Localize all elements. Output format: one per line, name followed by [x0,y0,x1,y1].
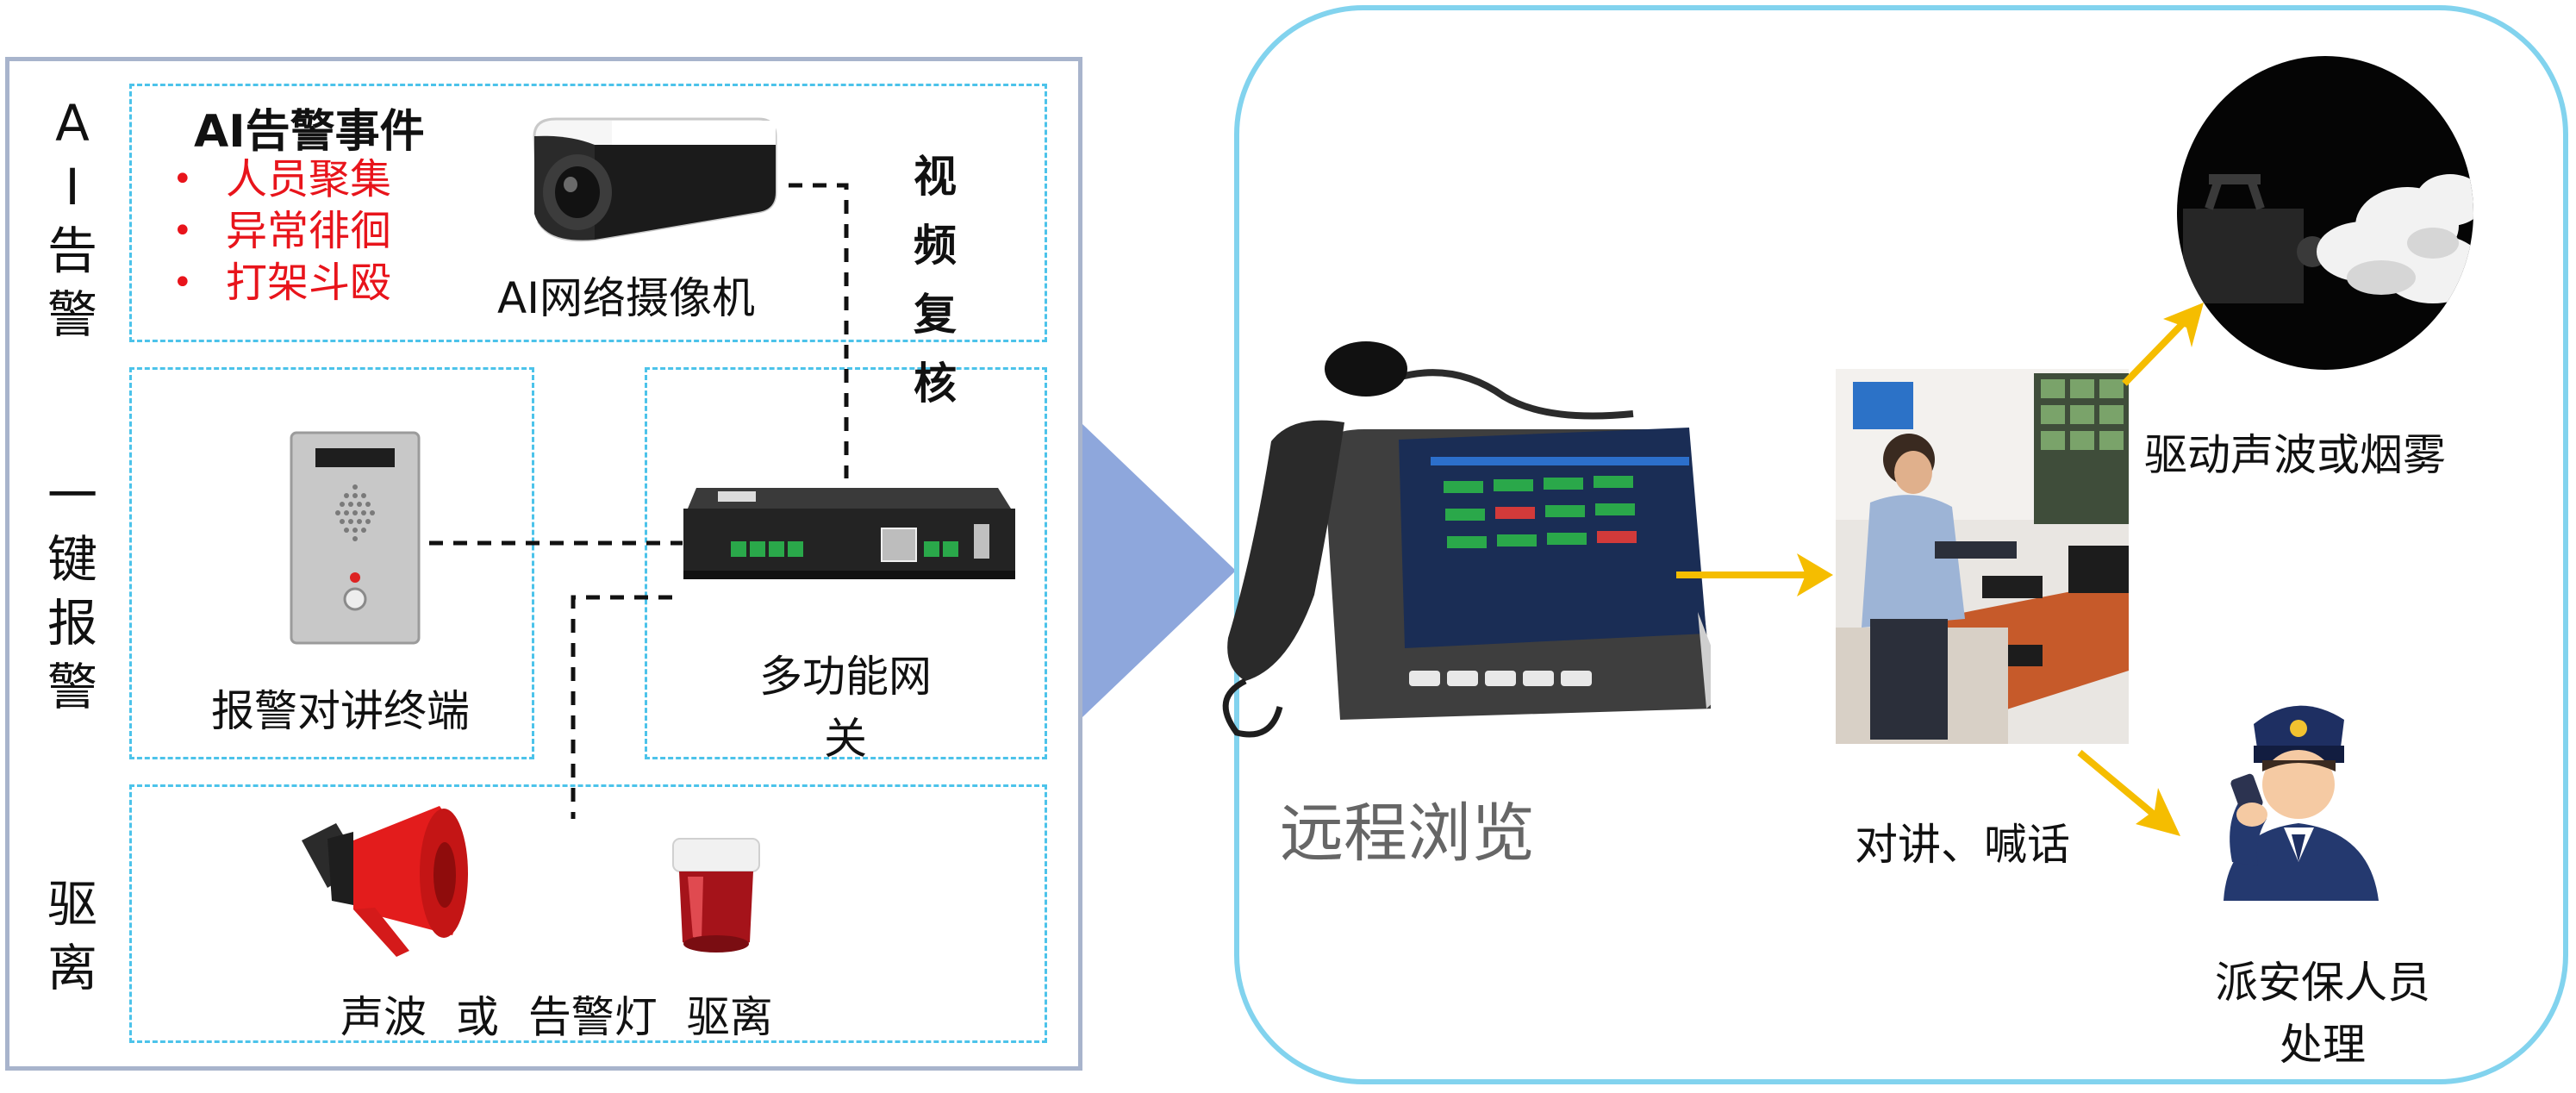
terminal-box [129,367,534,759]
desk-phone-icon [1222,341,1711,738]
arrow-to-guard [2077,749,2180,836]
one-key-alarm-side-label: 一 键 报 警 [47,466,97,716]
alarm-light-icon [672,838,760,952]
remote-browse-label: 远程浏览 [1280,796,1535,871]
event-item: 异常徘徊 [172,205,391,257]
ai-camera-icon [533,117,777,242]
big-transition-arrow [1082,424,1236,717]
alarm-intercom-terminal-icon [290,431,421,645]
horn-speaker-icon [302,806,468,957]
left-panel-frame [5,57,1082,1071]
arrow-to-fog [2122,303,2204,386]
drive-away-caption: 声波 或 告警灯 驱离 [340,992,773,1042]
ai-alarm-side-label: A I 告 警 [47,94,97,344]
fog-machine-icon [2177,56,2473,370]
ai-alarm-title: AI告警事件 [194,106,425,158]
event-item: 打架斗殴 [172,257,391,309]
camera-label: AI网络摄像机 [497,273,755,323]
drive-away-side-label: 驱 离 [47,875,97,997]
security-guard-icon [2224,705,2379,901]
gateway-device-icon [683,488,1015,579]
ai-event-list: 人员聚集 异常徘徊 打架斗殴 [172,153,391,309]
event-item: 人员聚集 [172,153,391,205]
operator-photo [1836,369,2129,744]
right-panel-frame [1234,5,2568,1084]
intercom-shout-label: 对讲、喊话 [1855,820,2070,870]
gateway-box [645,367,1047,759]
ai-alarm-box [129,84,1047,342]
drive-sound-fog-label: 驱动声波或烟雾 [2144,430,2446,480]
gateway-label: 多功能网 关 [759,652,932,764]
arrow-to-operator [1676,553,1833,596]
dispatch-guard-label: 派安保人员 处理 [2215,958,2430,1070]
connection-lines [405,183,849,819]
terminal-label: 报警对讲终端 [211,686,470,736]
drive-away-box [129,784,1047,1043]
video-review-label: 视 频 复 核 [914,152,957,409]
